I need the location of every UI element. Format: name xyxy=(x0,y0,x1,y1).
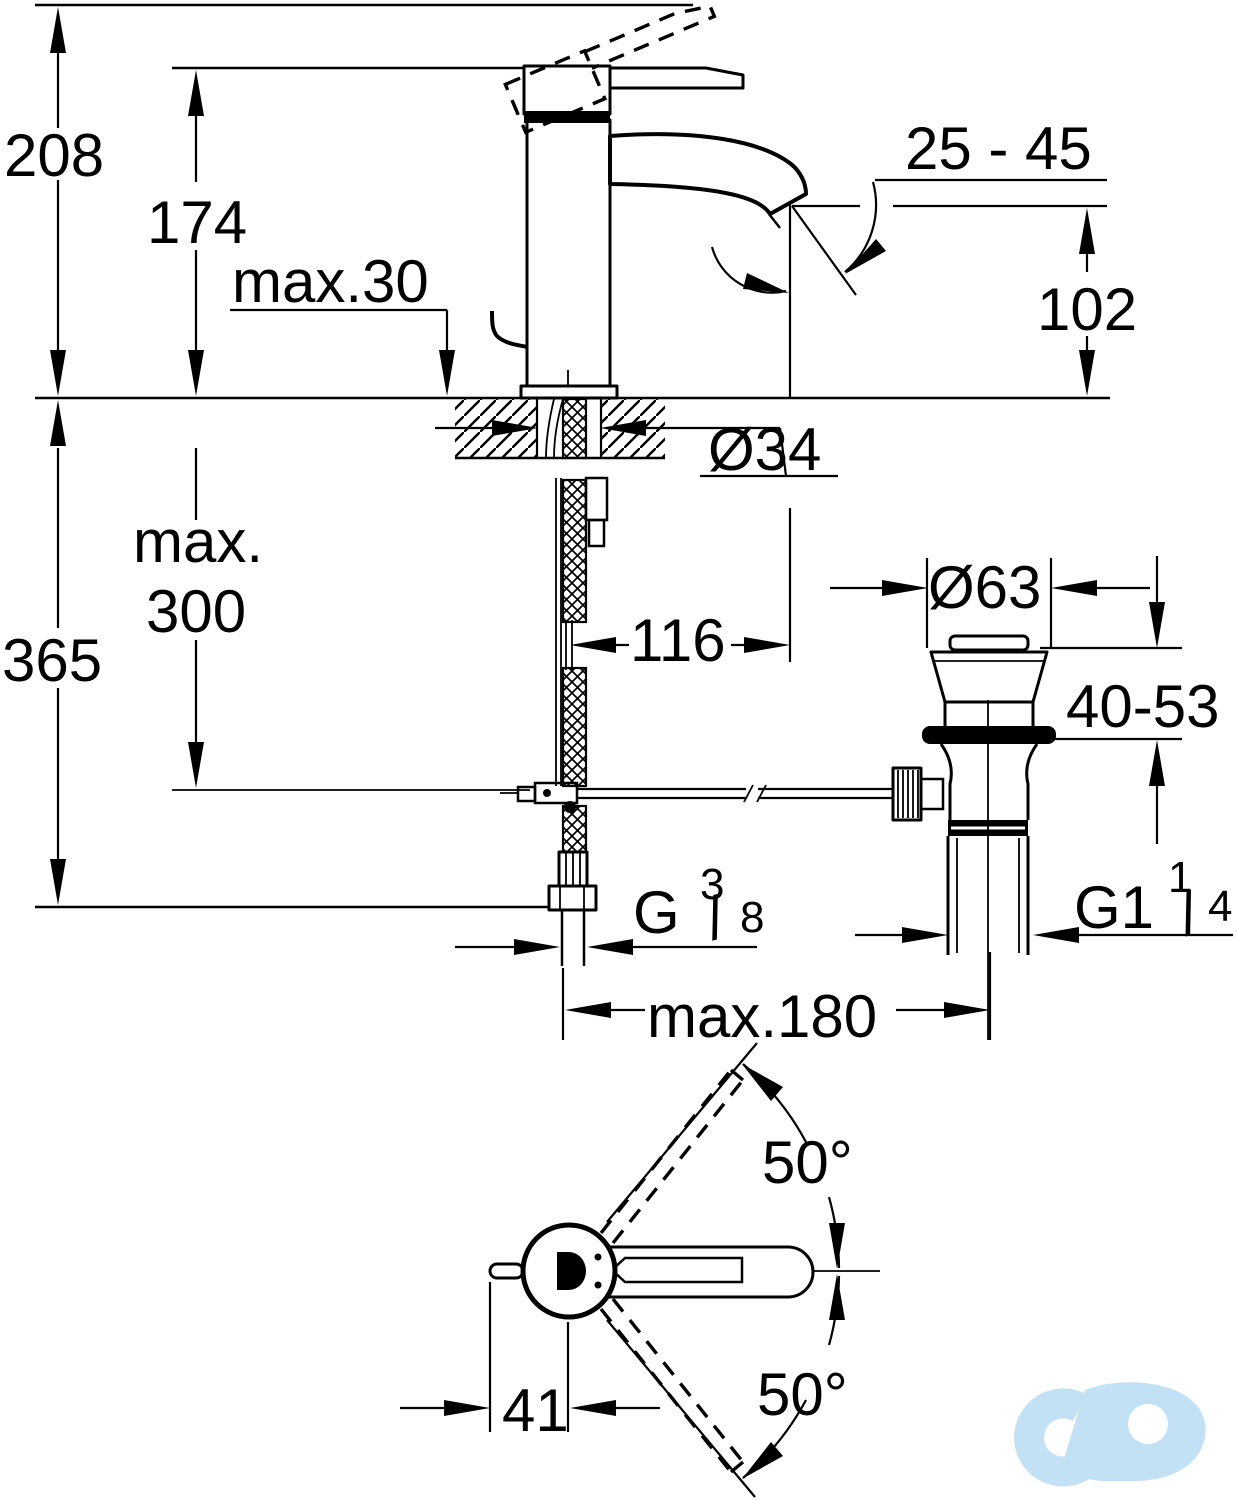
dim-supply-thread: G 3 / 8 xyxy=(633,860,764,953)
rod-break-symbol xyxy=(743,784,767,803)
waste-thread-numerator: 1 xyxy=(1168,853,1192,902)
dim-handle-swing-upper: 50° xyxy=(762,1129,853,1196)
bottom-view xyxy=(400,1042,880,1498)
dim-spout-reach: 116 xyxy=(630,607,726,674)
faucet-body xyxy=(490,64,808,400)
aerator-mark xyxy=(557,1252,586,1290)
hose-connector xyxy=(584,476,609,522)
supply-thread-prefix: G xyxy=(633,879,680,946)
dim-waste-flange-diameter: Ø63 xyxy=(928,554,1041,621)
dim-handle-swing-lower: 50° xyxy=(757,1361,848,1428)
dim-hose-max-value: 300 xyxy=(146,578,246,645)
supply-thread-slash: / xyxy=(699,884,732,953)
waste-tailpipe xyxy=(946,836,1030,955)
hose-nut xyxy=(547,884,598,912)
spout xyxy=(608,132,808,216)
dimension-labels: 208 174 max.30 25 - 45 102 Ø34 max. 300 … xyxy=(2,115,1232,1444)
waste-seal-ring xyxy=(922,726,1056,744)
dim-hole-diameter: Ø34 xyxy=(708,416,821,483)
waste-thread-prefix: G1 xyxy=(1074,874,1154,941)
lever-handle-side xyxy=(608,66,745,90)
supply-hose xyxy=(545,397,609,966)
dim-below-deck-total: 365 xyxy=(2,627,102,694)
faucet-column xyxy=(525,118,612,388)
brand-watermark-logo xyxy=(1014,1382,1206,1487)
supply-thread-numerator: 3 xyxy=(700,860,724,909)
logo-d-hole xyxy=(1128,1404,1168,1444)
popup-knob xyxy=(490,310,529,349)
spout-tip-dimensioning xyxy=(710,178,1107,398)
reference-lines xyxy=(35,3,1110,909)
spout-stub-plan xyxy=(488,1262,525,1280)
popup-rod-horizontal xyxy=(500,781,893,813)
dim-rod-span: max.180 xyxy=(647,983,877,1050)
cartridge-head xyxy=(522,64,612,116)
side-view xyxy=(35,3,1233,1040)
handle-plan xyxy=(606,1245,815,1299)
dim-hose-max-word: max. xyxy=(133,508,263,575)
dim-outlet-height: 102 xyxy=(1037,276,1137,343)
waste-thread-denominator: 4 xyxy=(1208,882,1232,931)
popup-rod-vertical xyxy=(555,478,562,786)
drain-assembly xyxy=(891,634,1056,1040)
dim-deck-thickness: max.30 xyxy=(232,248,429,315)
dim-basin-thickness: 40-53 xyxy=(1066,673,1219,740)
dim-aerator-angle: 25 - 45 xyxy=(905,115,1092,182)
dim-total-height: 208 xyxy=(4,122,104,189)
waste-flange xyxy=(929,650,1049,704)
dim-body-height: 174 xyxy=(147,189,247,256)
supply-thread-end xyxy=(560,910,586,966)
waste-plug-cap xyxy=(948,634,1030,652)
handle-raised-dashed xyxy=(503,4,717,135)
supply-thread-denominator: 8 xyxy=(740,893,764,942)
head-seal-band xyxy=(524,111,610,123)
angle-dimensions xyxy=(400,1042,845,1498)
base-plate xyxy=(519,384,619,400)
dim-handle-offset: 41 xyxy=(502,1377,569,1444)
dimension-lines xyxy=(50,7,1233,1040)
waste-thread-slash: / xyxy=(1172,880,1205,949)
